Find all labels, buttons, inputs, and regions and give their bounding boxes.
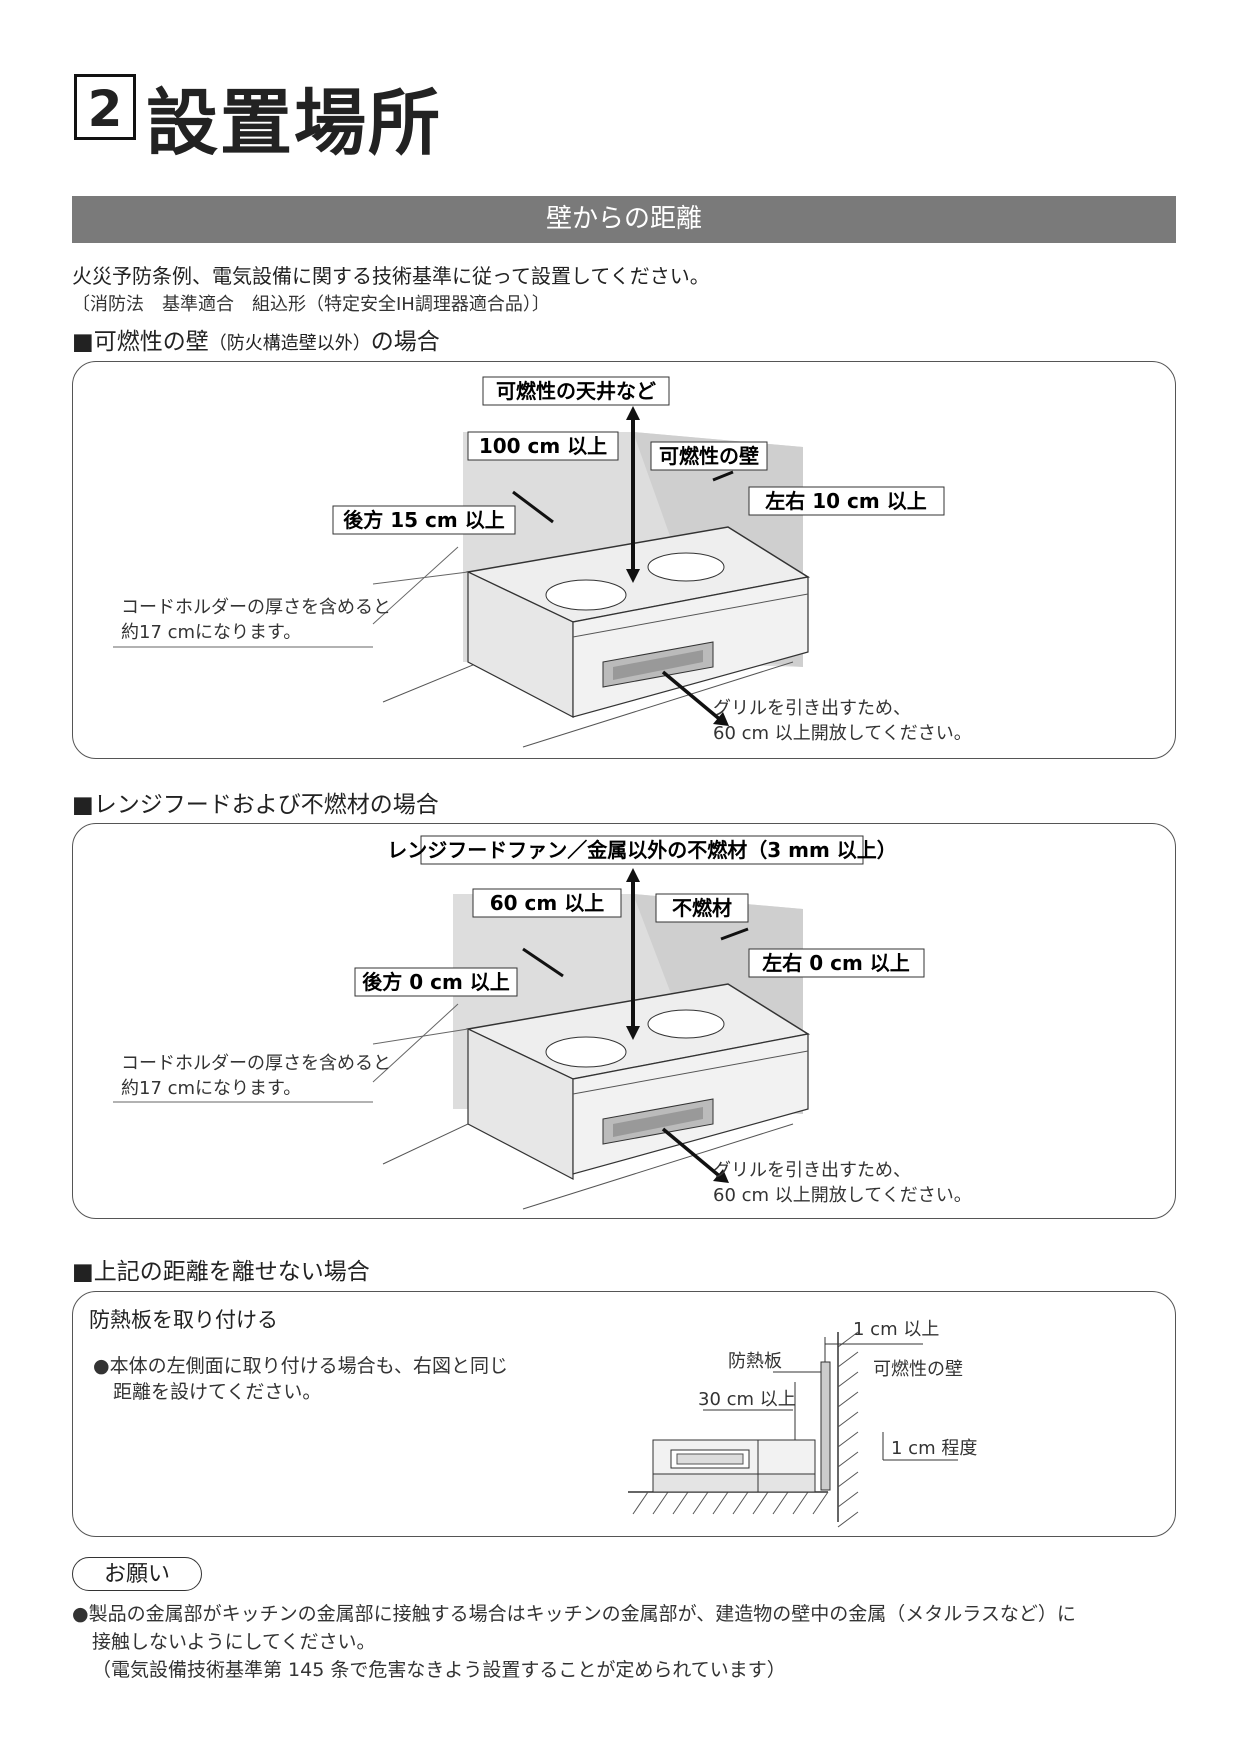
section1-title-main: ■可燃性の壁 bbox=[72, 329, 209, 355]
label-side-2: 左右 0 cm 以上 bbox=[762, 951, 910, 975]
cord-note-2: 約17 cmになります。 bbox=[121, 622, 301, 643]
grill-note-2: 60 cm 以上開放してください。 bbox=[713, 723, 972, 744]
label-rear: 後方 15 cm 以上 bbox=[343, 508, 504, 532]
grill-note-2-1: グリルを引き出すため、 bbox=[713, 1160, 911, 1181]
diagram-panel-1: 可燃性の天井など 100 cm 以上 可燃性の壁 左右 10 cm 以上 後方 … bbox=[72, 361, 1176, 759]
cord-note-2-2: 約17 cmになります。 bbox=[121, 1078, 301, 1099]
grill-note-2-2: 60 cm 以上開放してください。 bbox=[713, 1185, 972, 1206]
diagram-panel-2: レンジフードファン／金属以外の不燃材（3 mm 以上） 60 cm 以上 不燃材… bbox=[72, 823, 1176, 1219]
page-title: 設置場所 bbox=[146, 81, 443, 165]
installation-diagram-2: レンジフードファン／金属以外の不燃材（3 mm 以上） 60 cm 以上 不燃材… bbox=[113, 835, 972, 1210]
label-ceiling-2: レンジフードファン／金属以外の不燃材（3 mm 以上） bbox=[387, 838, 897, 862]
section2-title: ■レンジフードおよび不燃材の場合 bbox=[72, 792, 439, 818]
intro-text: 火災予防条例、電気設備に関する技術基準に従って設置してください。 bbox=[72, 264, 710, 288]
section1-title-end: の場合 bbox=[370, 329, 440, 355]
section-band: 壁からの距離 bbox=[72, 196, 1176, 243]
label-bottom: 1 cm 程度 bbox=[891, 1438, 977, 1459]
label-side: 左右 10 cm 以上 bbox=[765, 489, 926, 513]
label-wall: 可燃性の壁 bbox=[659, 444, 759, 468]
cord-note-1: コードホルダーの厚さを含めると bbox=[121, 597, 391, 618]
label-wall-3: 可燃性の壁 bbox=[873, 1359, 963, 1380]
label-ceiling: 可燃性の天井など bbox=[496, 379, 656, 403]
request-line-3: （電気設備技術基準第 145 条で危害なきよう設置することが定められています） bbox=[92, 1659, 786, 1681]
request-line-1: ●製品の金属部がキッチンの金属部に接触する場合はキッチンの金属部が、建造物の壁中… bbox=[72, 1603, 1076, 1625]
label-height: 100 cm 以上 bbox=[479, 434, 607, 458]
heat-shield-diagram: 防熱板を取り付ける ●本体の左側面に取り付ける場合も、右図と同じ 距離を設けてく… bbox=[89, 1308, 977, 1528]
label-wall-2: 不燃材 bbox=[672, 896, 732, 920]
section3-title: ■上記の距離を離せない場合 bbox=[72, 1259, 370, 1285]
grill-note-1: グリルを引き出すため、 bbox=[713, 698, 911, 719]
intro-subtext: 〔消防法 基準適合 組込形（特定安全IH調理器適合品）〕 bbox=[72, 294, 550, 315]
request-badge: お願い bbox=[72, 1557, 202, 1591]
section1-title: ■可燃性の壁（防火構造壁以外）の場合 bbox=[72, 322, 440, 356]
label-rear-2: 後方 0 cm 以上 bbox=[362, 970, 510, 994]
heat-shield-bullet-1: ●本体の左側面に取り付ける場合も、右図と同じ bbox=[93, 1355, 508, 1377]
request-line-2: 接触しないようにしてください。 bbox=[92, 1631, 376, 1653]
section-number-box: 2 bbox=[74, 74, 136, 140]
label-height-2: 60 cm 以上 bbox=[490, 891, 604, 915]
label-gap: 1 cm 以上 bbox=[853, 1319, 939, 1340]
label-plate: 防熱板 bbox=[728, 1351, 782, 1372]
installation-diagram-1: 可燃性の天井など 100 cm 以上 可燃性の壁 左右 10 cm 以上 後方 … bbox=[113, 376, 972, 748]
heat-shield-panel: 防熱板を取り付ける ●本体の左側面に取り付ける場合も、右図と同じ 距離を設けてく… bbox=[72, 1291, 1176, 1537]
cord-note-2-1: コードホルダーの厚さを含めると bbox=[121, 1053, 391, 1074]
heat-shield-subheading: 防熱板を取り付ける bbox=[89, 1308, 278, 1332]
label-height-3: 30 cm 以上 bbox=[698, 1389, 796, 1410]
request-text: ●製品の金属部がキッチンの金属部に接触する場合はキッチンの金属部が、建造物の壁中… bbox=[72, 1600, 1182, 1684]
section1-title-small: （防火構造壁以外） bbox=[208, 333, 371, 354]
heat-shield-bullet-2: 距離を設けてください。 bbox=[113, 1381, 321, 1403]
